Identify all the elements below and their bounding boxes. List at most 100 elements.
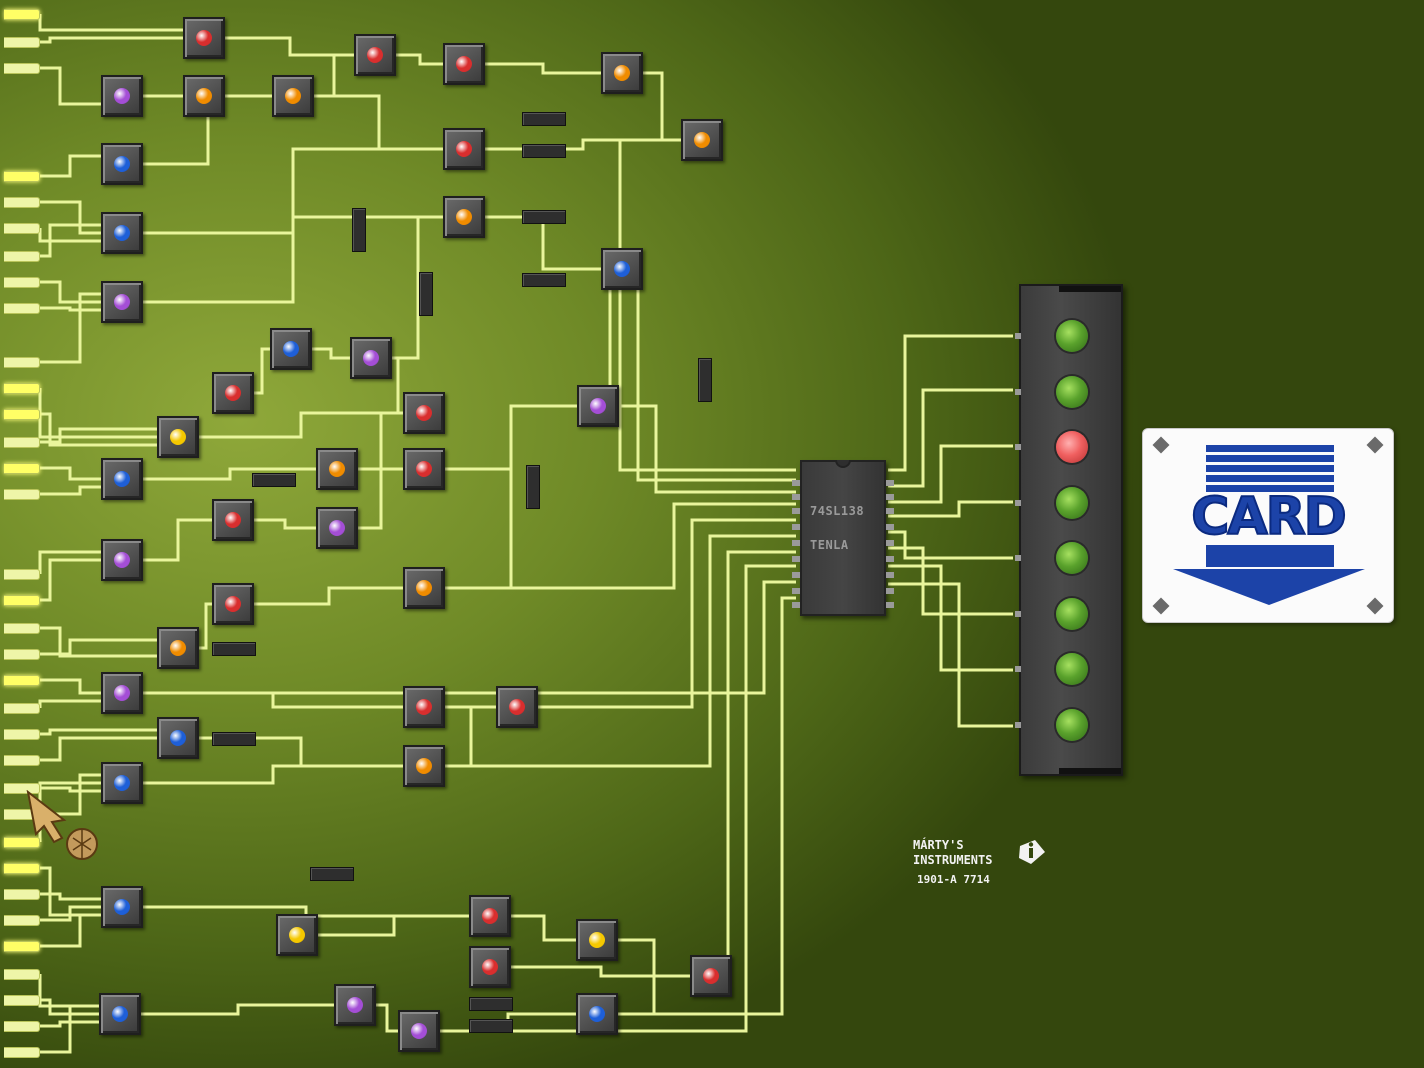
toggle-switch[interactable] [252, 473, 296, 487]
blue-logic-button[interactable] [576, 993, 618, 1035]
red-led-icon [482, 959, 498, 975]
red-led-icon [509, 699, 525, 715]
red-logic-button[interactable] [212, 372, 254, 414]
purple-logic-button[interactable] [316, 507, 358, 549]
red-logic-button[interactable] [212, 499, 254, 541]
purple-logic-button[interactable] [334, 984, 376, 1026]
purple-logic-button[interactable] [101, 75, 143, 117]
toggle-switch[interactable] [419, 272, 433, 316]
chip-pin [886, 556, 894, 562]
red-logic-button[interactable] [469, 895, 511, 937]
red-logic-button[interactable] [403, 448, 445, 490]
input-pin [4, 837, 40, 848]
red-led-icon [367, 47, 383, 63]
yellow-logic-button[interactable] [576, 919, 618, 961]
circuit-trace [40, 728, 157, 736]
orange-logic-button[interactable] [183, 75, 225, 117]
circuit-trace [485, 62, 601, 75]
toggle-switch[interactable] [526, 465, 540, 509]
orange-logic-button[interactable] [443, 196, 485, 238]
orange-logic-button[interactable] [316, 448, 358, 490]
circuit-trace [143, 94, 272, 166]
blue-logic-button[interactable] [101, 886, 143, 928]
input-pin [4, 889, 40, 900]
toggle-switch[interactable] [698, 358, 712, 402]
chip-pin [886, 480, 894, 486]
red-led-icon [416, 699, 432, 715]
circuit-trace [511, 914, 576, 942]
orange-logic-button[interactable] [403, 567, 445, 609]
toggle-switch[interactable] [212, 732, 256, 746]
input-pin [4, 303, 40, 314]
purple-logic-button[interactable] [350, 337, 392, 379]
input-pin [4, 783, 40, 794]
toggle-switch[interactable] [310, 867, 354, 881]
toggle-switch[interactable] [522, 144, 566, 158]
red-led-icon [416, 461, 432, 477]
red-logic-button[interactable] [443, 128, 485, 170]
chip-pin [792, 494, 800, 500]
toggle-switch[interactable] [522, 210, 566, 224]
orange-led-icon [614, 65, 630, 81]
purple-logic-button[interactable] [101, 539, 143, 581]
toggle-switch[interactable] [469, 1019, 513, 1033]
blue-logic-button[interactable] [101, 762, 143, 804]
input-pin [4, 437, 40, 448]
blue-logic-button[interactable] [601, 248, 643, 290]
yellow-logic-button[interactable] [276, 914, 318, 956]
chip-pin [792, 480, 800, 486]
purple-logic-button[interactable] [101, 281, 143, 323]
input-pin [4, 595, 40, 606]
chip-pin [886, 602, 894, 608]
input-pin [4, 623, 40, 634]
yellow-logic-button[interactable] [157, 416, 199, 458]
red-logic-button[interactable] [212, 583, 254, 625]
purple-logic-button[interactable] [577, 385, 619, 427]
toggle-switch[interactable] [352, 208, 366, 252]
circuit-trace [511, 965, 690, 978]
orange-logic-button[interactable] [272, 75, 314, 117]
toggle-switch[interactable] [522, 112, 566, 126]
blue-logic-button[interactable] [270, 328, 312, 370]
purple-logic-button[interactable] [398, 1010, 440, 1052]
orange-logic-button[interactable] [601, 52, 643, 94]
red-logic-button[interactable] [183, 17, 225, 59]
orange-logic-button[interactable] [157, 627, 199, 669]
red-logic-button[interactable] [443, 43, 485, 85]
panel-pin [1015, 666, 1021, 672]
maker-serial: 1901-A 7714 [917, 873, 990, 886]
input-pin [4, 569, 40, 580]
chip-pin [792, 524, 800, 530]
red-logic-button[interactable] [469, 946, 511, 988]
blue-logic-button[interactable] [157, 717, 199, 759]
red-logic-button[interactable] [496, 686, 538, 728]
blue-logic-button[interactable] [101, 458, 143, 500]
red-logic-button[interactable] [403, 392, 445, 434]
chip-notch [835, 460, 851, 468]
red-logic-button[interactable] [690, 955, 732, 997]
red-led-icon [456, 141, 472, 157]
blue-logic-button[interactable] [101, 212, 143, 254]
orange-logic-button[interactable] [403, 745, 445, 787]
circuit-trace [40, 154, 101, 178]
toggle-switch[interactable] [212, 642, 256, 656]
red-logic-button[interactable] [403, 686, 445, 728]
blue-logic-button[interactable] [99, 993, 141, 1035]
purple-led-icon [114, 294, 130, 310]
i-logo-icon [1019, 840, 1045, 864]
orange-logic-button[interactable] [681, 119, 723, 161]
purple-logic-button[interactable] [101, 672, 143, 714]
toggle-switch[interactable] [522, 273, 566, 287]
red-logic-button[interactable] [354, 34, 396, 76]
blue-logic-button[interactable] [101, 143, 143, 185]
circuit-trace [38, 699, 101, 708]
input-pin [4, 1021, 40, 1032]
toggle-switch[interactable] [469, 997, 513, 1011]
orange-led-icon [456, 209, 472, 225]
card-slot-button[interactable]: CARD [1142, 428, 1394, 623]
circuit-trace [618, 596, 796, 1016]
orange-led-icon [329, 461, 345, 477]
circuit-trace [40, 1004, 99, 1054]
purple-led-icon [114, 685, 130, 701]
input-pin [4, 463, 40, 474]
